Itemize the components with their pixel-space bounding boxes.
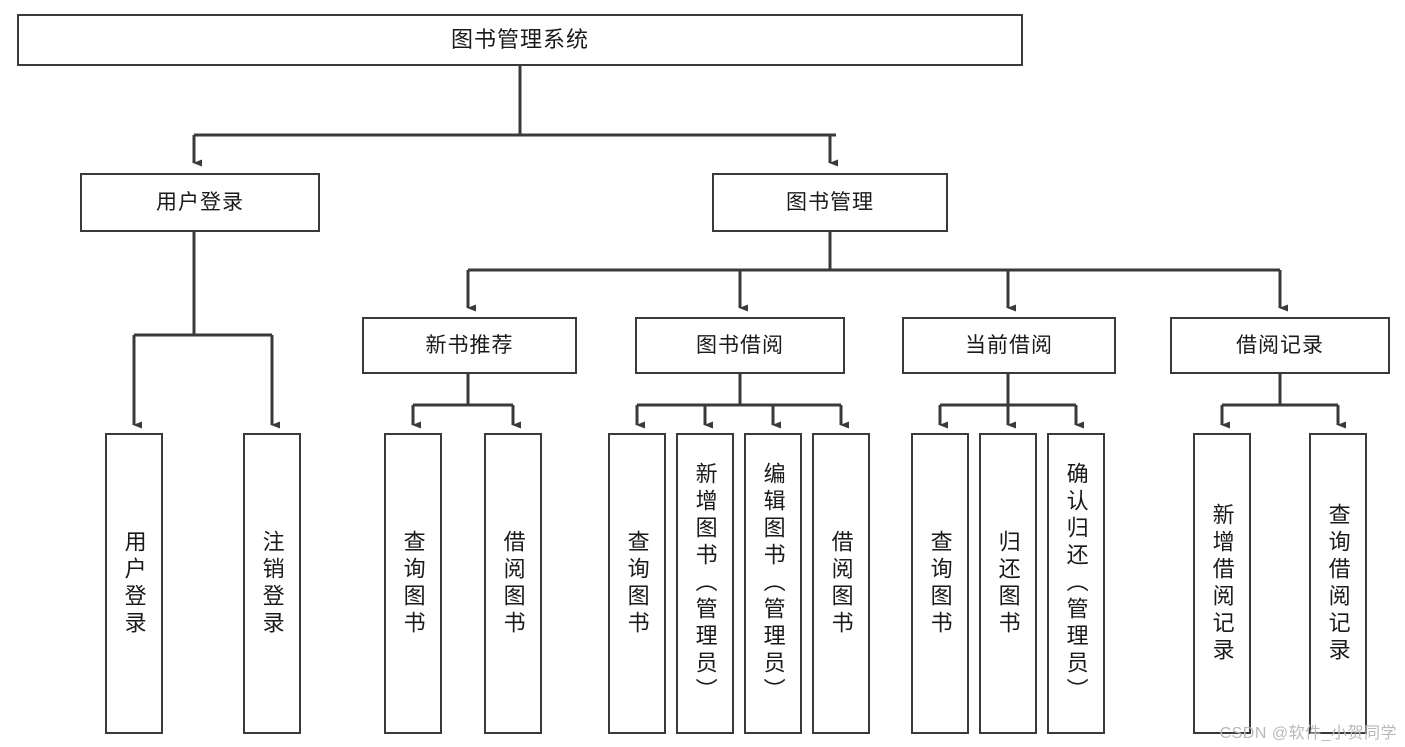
leaf-new-book-borrow[interactable]: 借阅图书 <box>484 433 542 734</box>
leaf-label: 查询图书 <box>927 529 953 638</box>
leaf-book-borrow-query[interactable]: 查询图书 <box>608 433 666 734</box>
leaf-label: 用户登录 <box>121 529 147 638</box>
leaf-label: 注销登录 <box>259 529 285 638</box>
node-current-borrow[interactable]: 当前借阅 <box>902 317 1116 374</box>
leaf-user-login-logout[interactable]: 注销登录 <box>243 433 301 734</box>
leaf-user-login-login[interactable]: 用户登录 <box>105 433 163 734</box>
leaf-label: 新增图书（管理员） <box>692 462 718 705</box>
leaf-label: 查询图书 <box>400 529 426 638</box>
leaf-current-borrow-confirm[interactable]: 确认归还（管理员） <box>1047 433 1105 734</box>
leaf-label: 借阅图书 <box>500 529 526 638</box>
leaf-current-borrow-return[interactable]: 归还图书 <box>979 433 1037 734</box>
leaf-new-book-query[interactable]: 查询图书 <box>384 433 442 734</box>
leaf-label: 编辑图书（管理员） <box>760 462 786 705</box>
leaf-current-borrow-query[interactable]: 查询图书 <box>911 433 969 734</box>
leaf-book-borrow-borrow[interactable]: 借阅图书 <box>812 433 870 734</box>
node-book-manage[interactable]: 图书管理 <box>712 173 948 232</box>
node-user-login[interactable]: 用户登录 <box>80 173 320 232</box>
leaf-label: 新增借阅记录 <box>1209 502 1235 665</box>
leaf-label: 归还图书 <box>995 529 1021 638</box>
node-book-borrow[interactable]: 图书借阅 <box>635 317 845 374</box>
leaf-label: 查询图书 <box>624 529 650 638</box>
leaf-borrow-record-add[interactable]: 新增借阅记录 <box>1193 433 1251 734</box>
leaf-borrow-record-query[interactable]: 查询借阅记录 <box>1309 433 1367 734</box>
leaf-label: 借阅图书 <box>828 529 854 638</box>
node-borrow-record[interactable]: 借阅记录 <box>1170 317 1390 374</box>
leaf-label: 确认归还（管理员） <box>1063 462 1089 705</box>
node-root-system[interactable]: 图书管理系统 <box>17 14 1023 66</box>
leaf-label: 查询借阅记录 <box>1325 502 1351 665</box>
watermark-text: CSDN @软件_小贺同学 <box>1219 725 1397 742</box>
node-new-book-recommend[interactable]: 新书推荐 <box>362 317 577 374</box>
leaf-book-borrow-edit[interactable]: 编辑图书（管理员） <box>744 433 802 734</box>
leaf-book-borrow-add[interactable]: 新增图书（管理员） <box>676 433 734 734</box>
